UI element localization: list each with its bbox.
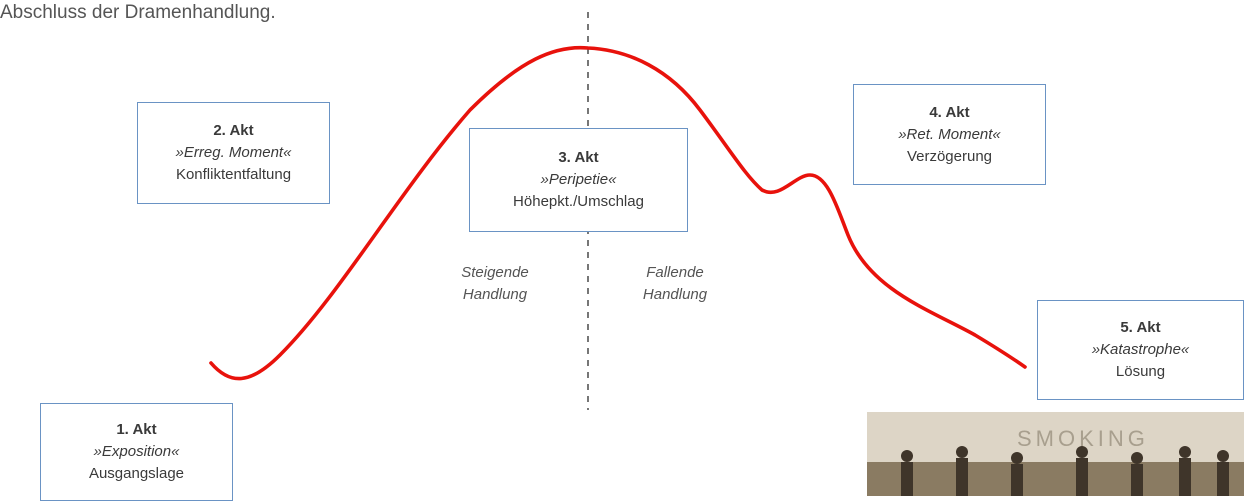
act-2-term: »Erreg. Moment« (175, 144, 292, 161)
act-5-number: 5. Akt (1120, 319, 1161, 336)
act-5-description: Lösung (1115, 363, 1166, 380)
rising-action-line-1: Steigende (461, 264, 529, 281)
act-3-number: 3. Akt (558, 149, 599, 166)
falling-action-line-2: Handlung (642, 286, 708, 303)
act-4-box: 4. Akt »Ret. Moment« Verzögerung (853, 84, 1046, 185)
act-4-number: 4. Akt (929, 103, 970, 121)
act-2-description: Konfliktentfaltung (175, 166, 292, 183)
dramatic-tension-curve (209, 45, 1027, 381)
act-3-box: 3. Akt »Peripetie« Höhepkt./Umschlag (469, 128, 688, 232)
act-1-number: 1. Akt (116, 421, 157, 438)
falling-action-line-1: Fallende (646, 264, 704, 281)
act-2-number: 2. Akt (213, 122, 254, 139)
act-3-term: »Peripetie« (540, 171, 617, 188)
act-3-description: Höhepkt./Umschlag (513, 193, 644, 210)
stage-photo: SMOKING (867, 412, 1244, 496)
act-5-term: »Katastrophe« (1091, 341, 1190, 358)
act-1-box: 1. Akt »Exposition« Ausgangslage (40, 403, 233, 501)
act-4-term: »Ret. Moment« (898, 125, 1001, 143)
act-1-description: Ausgangslage (88, 465, 185, 482)
rising-action-line-2: Handlung (462, 286, 528, 303)
intro-text: Abschluss der Dramenhandlung. (0, 2, 276, 23)
falling-action-label: Fallende Handlung (600, 262, 750, 306)
act-2-box: 2. Akt »Erreg. Moment« Konfliktentfaltun… (137, 102, 330, 204)
act-4-description: Verzögerung (906, 147, 993, 165)
act-5-box: 5. Akt »Katastrophe« Lösung (1037, 300, 1244, 400)
stage-photo-illustration: SMOKING (867, 412, 1244, 496)
rising-action-label: Steigende Handlung (420, 262, 570, 306)
act-1-term: »Exposition« (93, 443, 180, 460)
